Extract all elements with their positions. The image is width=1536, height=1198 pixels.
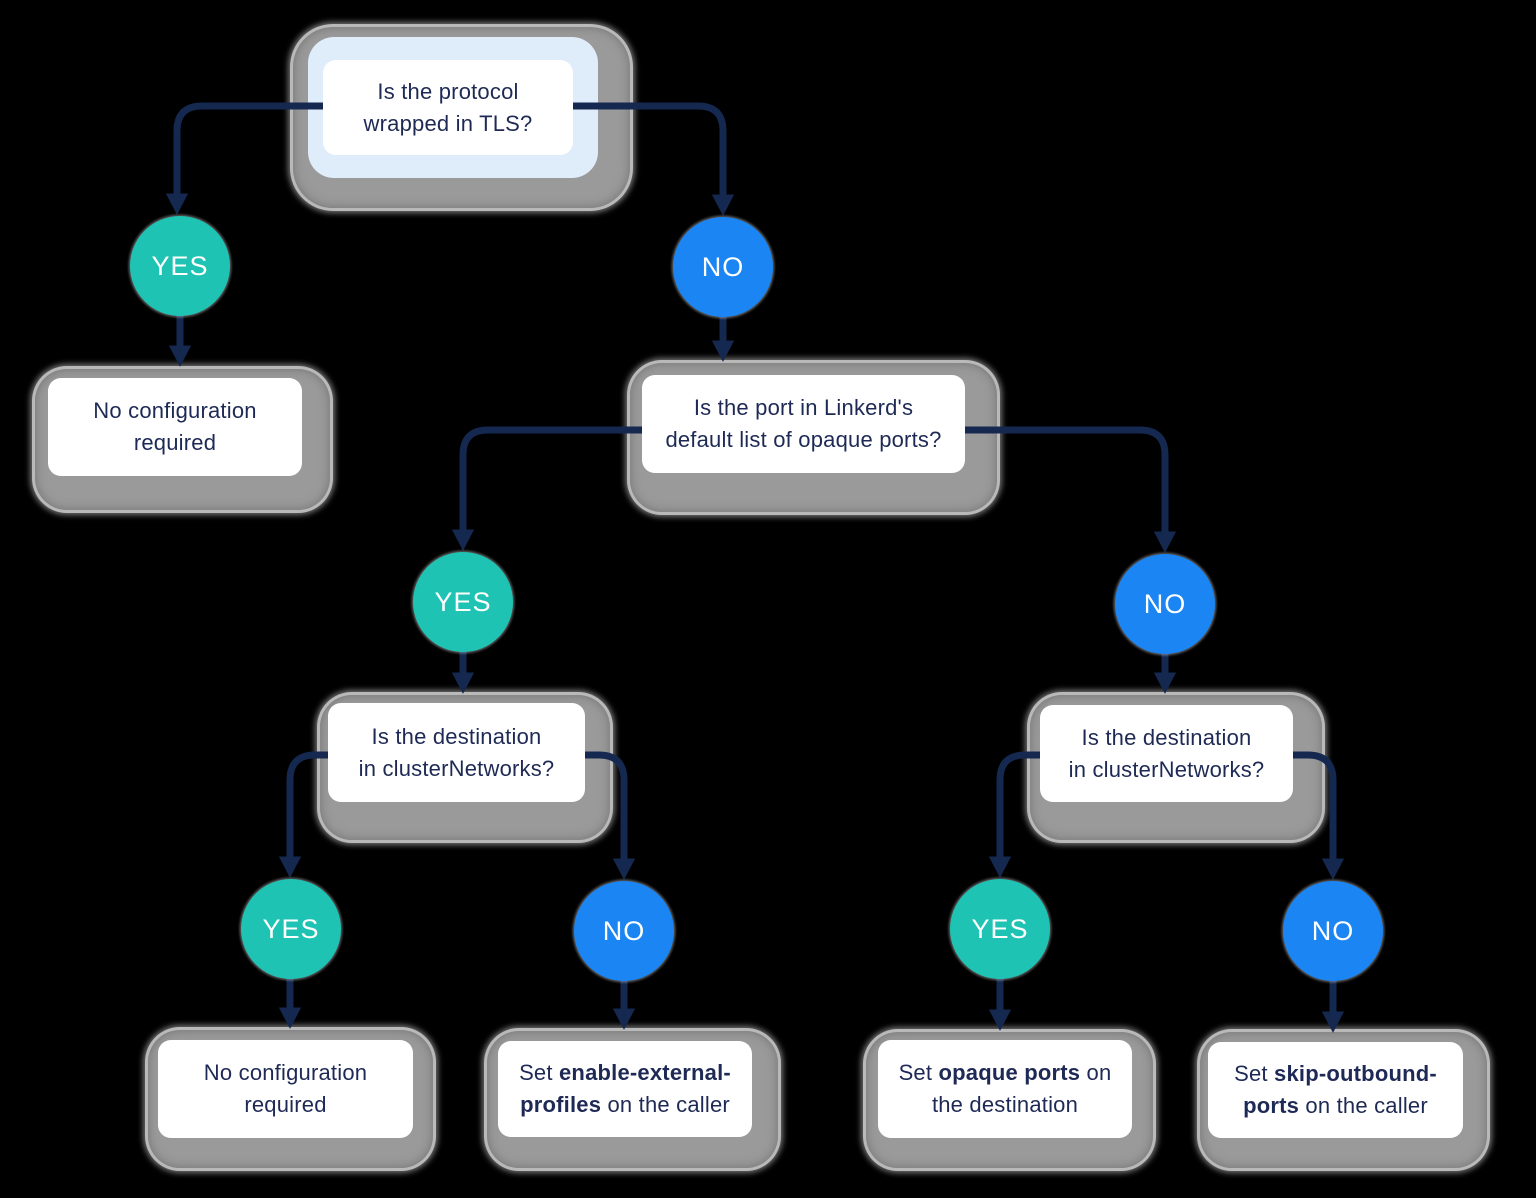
yes-badge-level2: YES <box>413 552 513 652</box>
result-no-config-top: No configuration required <box>48 378 302 476</box>
question-opaque-ports-text: Is the port in Linkerd's default list of… <box>665 395 942 452</box>
yes-badge-level3-left: YES <box>241 879 341 979</box>
question-opaque-ports: Is the port in Linkerd's default list of… <box>642 375 965 473</box>
no-badge-level2: NO <box>1115 554 1215 654</box>
question-cluster-networks-left: Is the destination in clusterNetworks? <box>328 703 585 802</box>
no-badge-level3-right: NO <box>1283 881 1383 981</box>
result-no-config-bottom: No configuration required <box>158 1040 413 1138</box>
yes-badge-level1: YES <box>130 216 230 316</box>
no-badge-level1: NO <box>673 217 773 317</box>
question-root-text: Is the protocol wrapped in TLS? <box>363 78 533 136</box>
result-skip-outbound-ports-text: Set skip-outbound-ports on the caller <box>1234 1061 1437 1118</box>
result-skip-outbound-ports: Set skip-outbound-ports on the caller <box>1208 1042 1463 1138</box>
result-no-config-top-text: No configuration required <box>93 398 257 455</box>
result-opaque-ports: Set opaque ports on the destination <box>878 1040 1132 1138</box>
result-no-config-bottom-text: No configuration required <box>203 1060 368 1117</box>
no-badge-level3-left: NO <box>574 881 674 981</box>
result-opaque-ports-text: Set opaque ports on the destination <box>898 1060 1112 1117</box>
question-root: Is the protocol wrapped in TLS? <box>323 60 573 155</box>
result-enable-external-profiles-text: Set enable-external-profiles on the call… <box>519 1060 731 1117</box>
result-enable-external-profiles: Set enable-external-profiles on the call… <box>498 1041 752 1137</box>
question-cluster-networks-left-text: Is the destination in clusterNetworks? <box>358 723 555 781</box>
question-cluster-networks-right: Is the destination in clusterNetworks? <box>1040 705 1293 802</box>
question-cluster-networks-right-text: Is the destination in clusterNetworks? <box>1068 724 1265 782</box>
yes-badge-level3-right: YES <box>950 879 1050 979</box>
